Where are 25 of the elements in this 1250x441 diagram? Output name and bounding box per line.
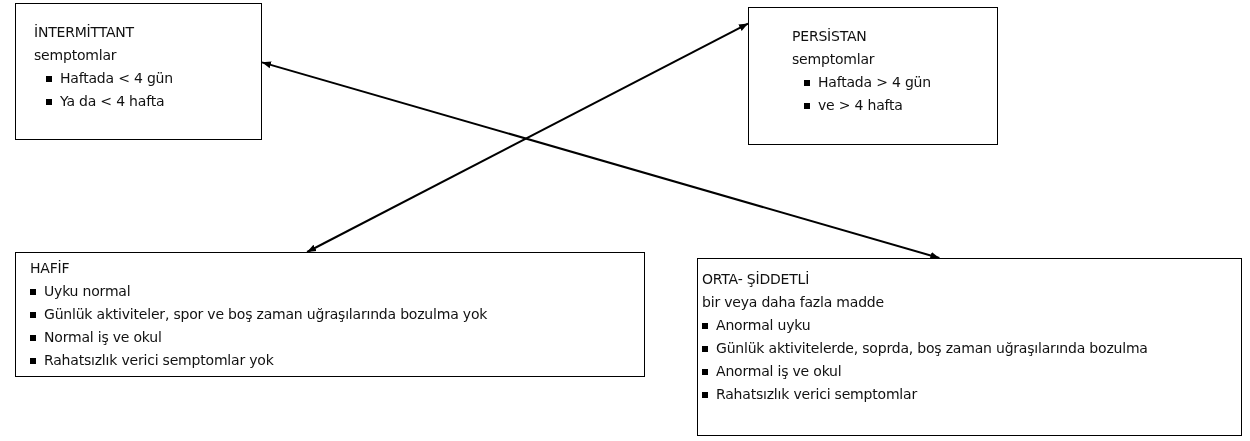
text-box xyxy=(748,7,998,145)
bullet-item: Anormal iş ve okul xyxy=(716,362,842,381)
heading: İNTERMİTTANT xyxy=(34,23,134,42)
bullet-item: ve > 4 hafta xyxy=(818,96,903,115)
subheading: semptomlar xyxy=(792,50,875,69)
subheading: bir veya daha fazla madde xyxy=(702,293,884,312)
text-box xyxy=(697,258,1242,436)
heading: ORTA- ŞİDDETLİ xyxy=(702,270,810,289)
heading: PERSİSTAN xyxy=(792,27,867,46)
bullet-item: Ya da < 4 hafta xyxy=(60,92,165,111)
bullet-item: Haftada < 4 gün xyxy=(60,69,173,88)
bullet-item: Anormal uyku xyxy=(716,316,811,335)
bullet-item: Haftada > 4 gün xyxy=(818,73,931,92)
bullet-item: Rahatsızlık verici semptomlar xyxy=(716,385,917,404)
text-box xyxy=(15,3,262,140)
subheading: semptomlar xyxy=(34,46,117,65)
bullet-item: Günlük aktiviteler, spor ve boş zaman uğraşılarında bozulma yok xyxy=(44,305,488,324)
bullet-item: Uyku normal xyxy=(44,282,131,301)
heading: HAFİF xyxy=(30,259,70,278)
bullet-item: Normal iş ve okul xyxy=(44,328,162,347)
double-arrow xyxy=(261,61,941,259)
double-arrow xyxy=(306,22,749,253)
text-box xyxy=(15,252,645,377)
bullet-item: Rahatsızlık verici semptomlar yok xyxy=(44,351,274,370)
bullet-item: Günlük aktivitelerde, soprda, boş zaman uğraşılarında bozulma xyxy=(716,339,1148,358)
